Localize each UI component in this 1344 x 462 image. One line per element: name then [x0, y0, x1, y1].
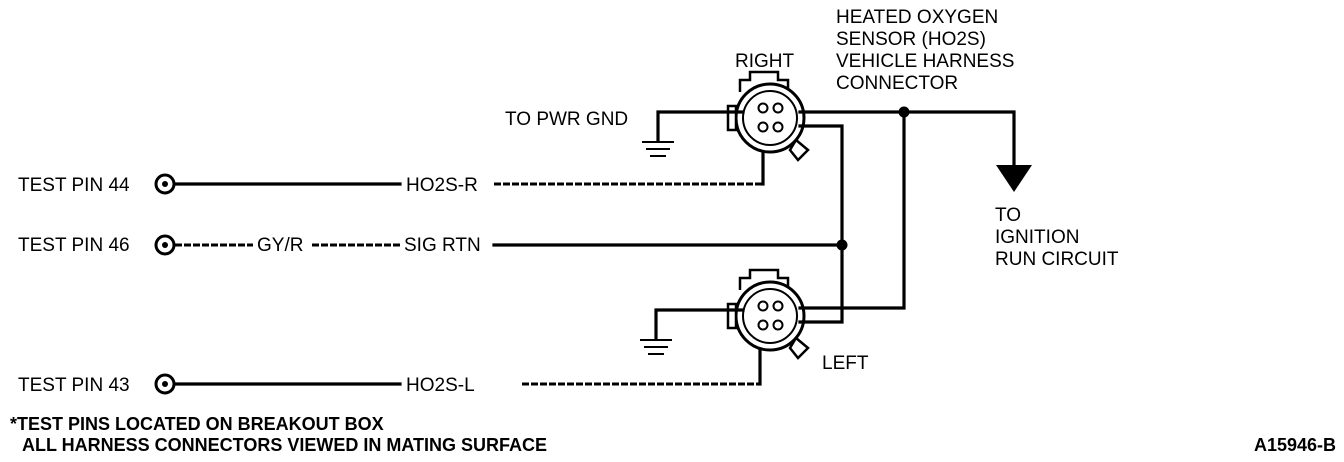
- wire-ignition-feed: [798, 110, 1016, 170]
- ignition-label-line-3: RUN CIRCUIT: [995, 249, 1119, 270]
- sensor-title-line-2: SENSOR (HO2S): [836, 29, 986, 50]
- test-pin-43-terminal-icon: [154, 373, 176, 395]
- footnote-line-1: *TEST PINS LOCATED ON BREAKOUT BOX: [10, 414, 384, 434]
- wire-label-ho2s-r: HO2S-R: [406, 175, 478, 196]
- test-pin-44-label: TEST PIN 44: [18, 175, 130, 196]
- pwr-gnd-label: TO PWR GND: [505, 109, 628, 130]
- footnote-line-2: ALL HARNESS CONNECTORS VIEWED IN MATING …: [22, 435, 547, 455]
- figure-id: A15946-B: [1254, 435, 1336, 455]
- ignition-label-line-2: IGNITION: [995, 227, 1079, 248]
- connector-left-label: LEFT: [822, 353, 869, 374]
- wire-ignition-to-left: [798, 110, 906, 310]
- wire-pwr-gnd-right: [656, 110, 745, 142]
- wire-pwr-gnd-left: [654, 308, 745, 340]
- wire-color-gy-r: GY/R: [257, 235, 303, 256]
- sensor-title-line-1: HEATED OXYGEN: [836, 7, 998, 28]
- ignition-label-line-1: TO: [995, 205, 1021, 226]
- sensor-title-line-3: VEHICLE HARNESS: [836, 51, 1014, 72]
- test-pin-46-label: TEST PIN 46: [18, 235, 130, 256]
- ground-left-icon: [640, 339, 672, 355]
- wire-sig-rtn-bus: [798, 124, 844, 324]
- ignition-label: TO IGNITION RUN CIRCUIT: [995, 205, 1119, 270]
- wire-label-sig-rtn: SIG RTN: [404, 235, 481, 256]
- right-connector-icon: [726, 70, 810, 162]
- test-pin-46-terminal-icon: [154, 234, 176, 256]
- left-connector-icon: [726, 268, 810, 360]
- test-pin-44-terminal-icon: [154, 173, 176, 195]
- connector-right-label: RIGHT: [735, 51, 795, 72]
- ignition-arrow-icon: [996, 165, 1032, 192]
- sensor-title: HEATED OXYGEN SENSOR (HO2S) VEHICLE HARN…: [836, 7, 1014, 94]
- ground-right-icon: [642, 141, 674, 157]
- wire-label-ho2s-l: HO2S-L: [406, 375, 475, 396]
- sensor-title-line-4: CONNECTOR: [836, 73, 958, 94]
- test-pin-43-label: TEST PIN 43: [18, 375, 130, 396]
